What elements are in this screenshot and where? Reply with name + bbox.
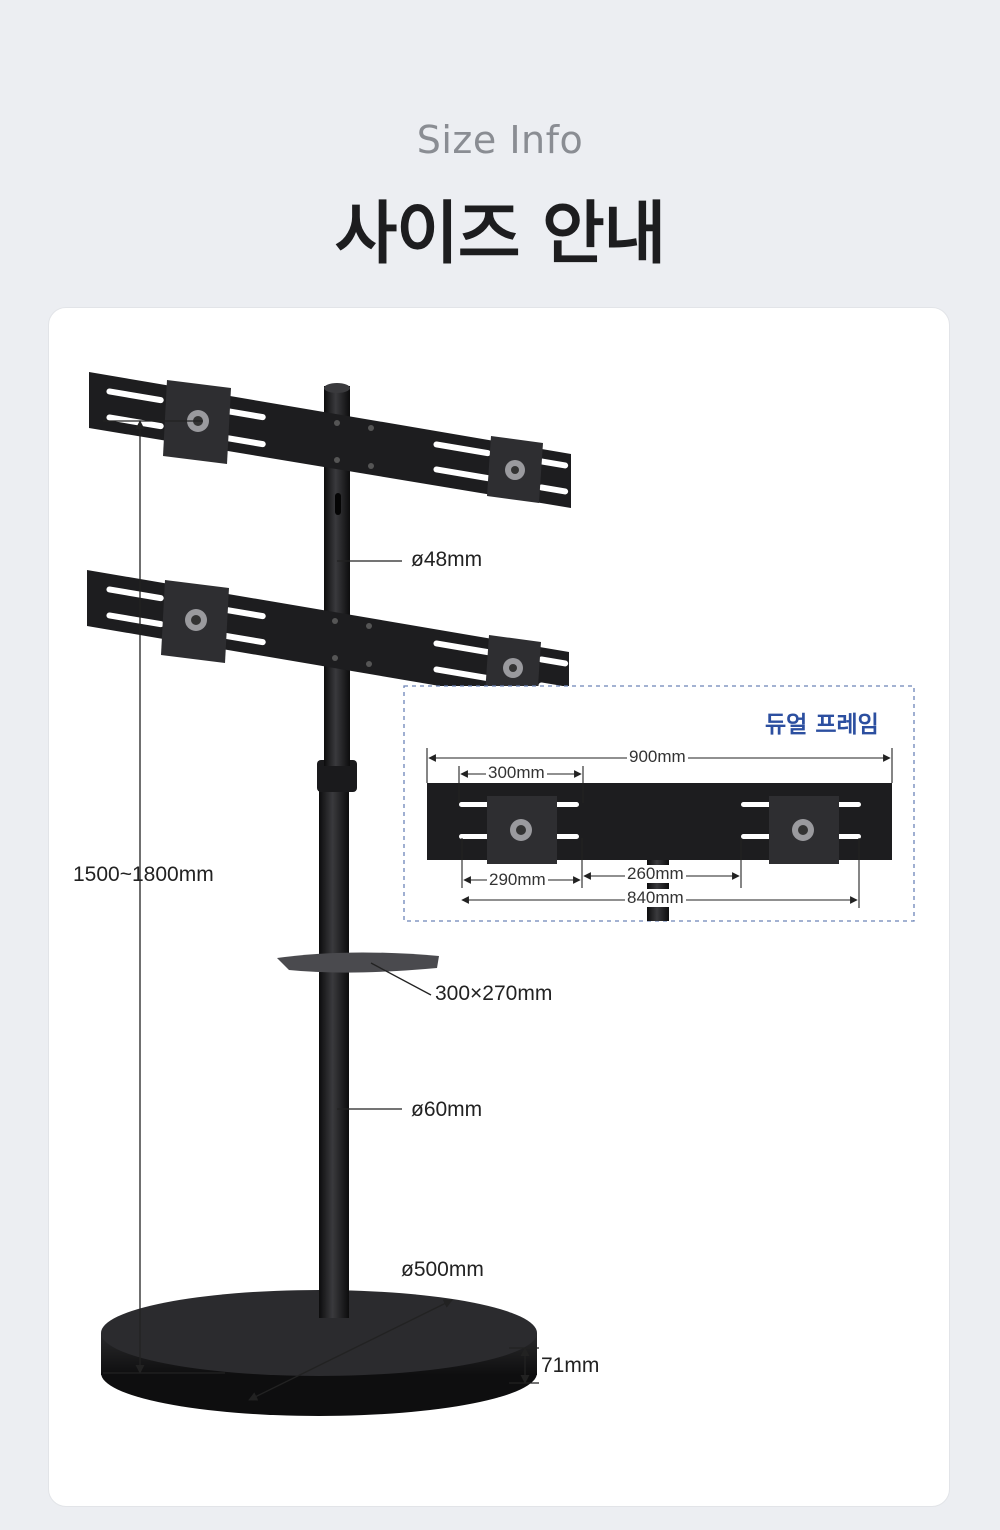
base-diameter-label: ø500mm bbox=[401, 1258, 484, 1281]
inset-center-gap: 260mm bbox=[625, 864, 686, 883]
inset-width-total: 900mm bbox=[627, 747, 688, 766]
base-height-label: 71mm bbox=[541, 1354, 600, 1377]
inset-slot-span: 290mm bbox=[487, 870, 548, 889]
shelf bbox=[277, 952, 439, 973]
inset-vesa-spacing: 300mm bbox=[486, 763, 547, 782]
page-subtitle: Size Info bbox=[416, 118, 584, 162]
lower-crossbar bbox=[87, 570, 569, 708]
height-collar bbox=[317, 760, 357, 792]
inset-mount-span: 840mm bbox=[625, 888, 686, 907]
pole-bottom-diameter-label: ø60mm bbox=[411, 1098, 483, 1121]
lower-pole bbox=[319, 778, 349, 1318]
stand-illustration bbox=[87, 372, 915, 1416]
total-height-label: 1500~1800mm bbox=[73, 863, 214, 886]
size-info-card: ø48mm 1500~1800mm 300×270mm ø60mm ø500mm… bbox=[48, 307, 950, 1507]
shelf-size-label: 300×270mm bbox=[435, 982, 553, 1005]
inset-title: 듀얼 프레임 bbox=[765, 712, 879, 738]
upper-crossbar bbox=[89, 372, 571, 508]
pole-top-diameter-label: ø48mm bbox=[411, 548, 483, 571]
page-title: 사이즈 안내 bbox=[334, 195, 666, 274]
